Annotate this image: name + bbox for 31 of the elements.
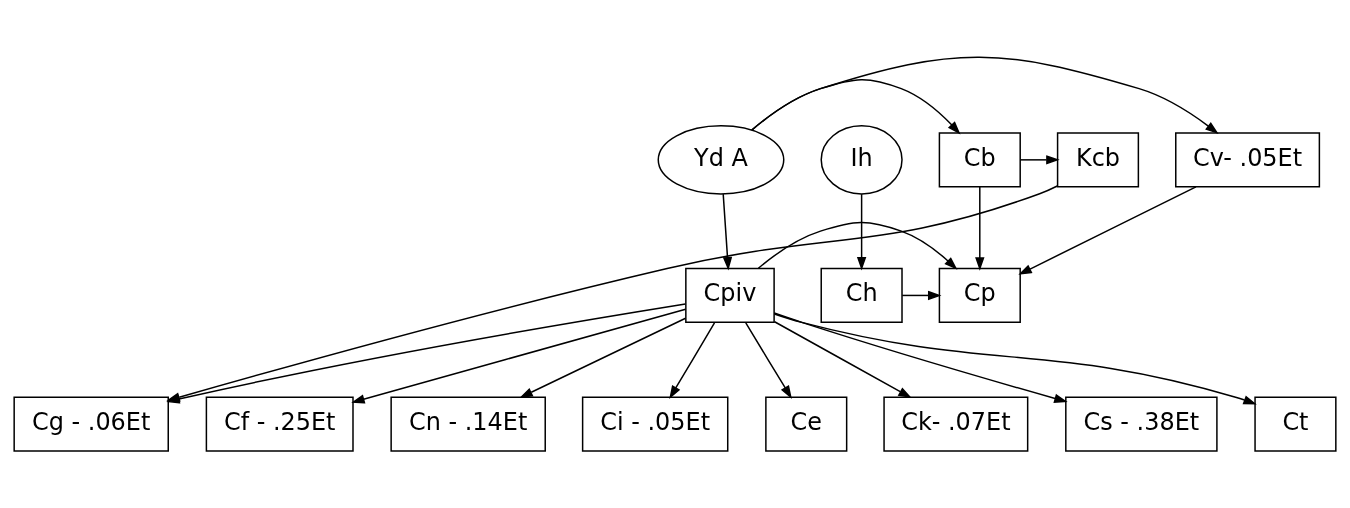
arrow (669, 322, 716, 399)
node-box: Ci - .05Et (581, 396, 729, 452)
arrow (773, 312, 1068, 403)
arrow (901, 290, 942, 301)
arrow (856, 193, 867, 271)
node-box: Cf - .25Et (205, 396, 354, 452)
arrow (519, 317, 687, 399)
arrow (757, 221, 958, 270)
arrow (722, 193, 733, 271)
node-box: Cn - .14Et (390, 396, 546, 452)
arrow (351, 308, 687, 404)
node-box: Cv- .05Et (1175, 132, 1321, 188)
node-box: Cp (938, 267, 1021, 324)
node-box: Ce (765, 396, 848, 452)
arrow (1018, 186, 1197, 275)
node-ellipse: Yd A (657, 125, 785, 195)
node-box: Ct (1254, 396, 1337, 452)
node-box: Cg - .06Et (13, 396, 169, 452)
arrow (751, 56, 1219, 134)
node-box: Ch (820, 267, 903, 324)
arrow (745, 322, 792, 399)
node-ellipse: Ih (820, 125, 903, 195)
node-box: Cb (938, 132, 1021, 188)
arrow (975, 186, 985, 271)
node-box: Ck- .07Et (883, 396, 1029, 452)
node-box: Cpiv (685, 267, 775, 324)
arrow (1019, 155, 1060, 165)
node-box: Kcb (1056, 132, 1140, 188)
arrow (773, 313, 1257, 405)
arrow (773, 321, 912, 399)
node-box: Cs - .38Et (1065, 396, 1218, 452)
